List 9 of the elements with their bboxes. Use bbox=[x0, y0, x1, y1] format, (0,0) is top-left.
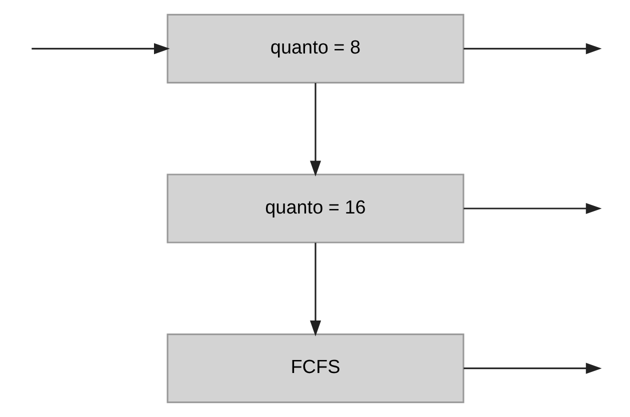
node-box: FCFS bbox=[166, 334, 464, 404]
node-box: quanto = 8 bbox=[166, 14, 464, 84]
node-box: quanto = 16 bbox=[166, 174, 464, 244]
arrow bbox=[463, 43, 602, 54]
arrow bbox=[309, 242, 321, 336]
arrow bbox=[463, 362, 602, 374]
arrow bbox=[463, 202, 602, 214]
arrow bbox=[309, 83, 321, 177]
arrow bbox=[31, 43, 170, 54]
